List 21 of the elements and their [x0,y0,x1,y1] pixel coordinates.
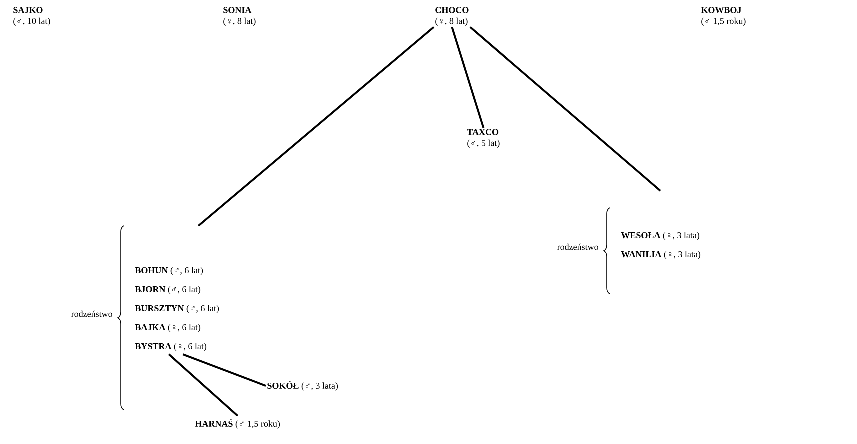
dog-label: SAJKO (♂, 10 lat) [14,7,50,26]
dog-label: WANILIA (♀, 3 lata) [621,251,701,260]
group-label: rodzeństwo [557,244,598,250]
dog-label: CHOCO (♀, 8 lat) [436,7,469,26]
dog-label: WESOŁA (♀, 3 lata) [621,232,700,240]
dog-label: BOHUN (♂, 6 lat) [135,267,204,276]
connector-line [470,26,662,192]
dog-label: BURSZTYN (♂, 6 lat) [135,305,220,314]
connector-line [182,354,266,387]
connector-line [451,26,485,128]
group-label: rodzeństwo [72,310,112,318]
dog-label: BYSTRA (♀, 6 lat) [135,343,207,352]
connector-line [198,26,435,227]
dog-label: SOKÓŁ (♂, 3 lata) [268,381,338,391]
dog-label: HARNAŚ (♂ 1,5 roku) [195,419,280,429]
dog-label: KOWBOJ (♂ 1,5 roku) [701,7,746,26]
dog-label: BAJKA (♀, 6 lat) [135,324,201,332]
connector-line [168,354,238,417]
dog-label: TAXCO (♂, 5 lat) [467,129,500,148]
dog-label: BJORN (♂, 6 lat) [135,286,201,294]
dog-label: SONIA (♀, 8 lat) [224,7,256,26]
